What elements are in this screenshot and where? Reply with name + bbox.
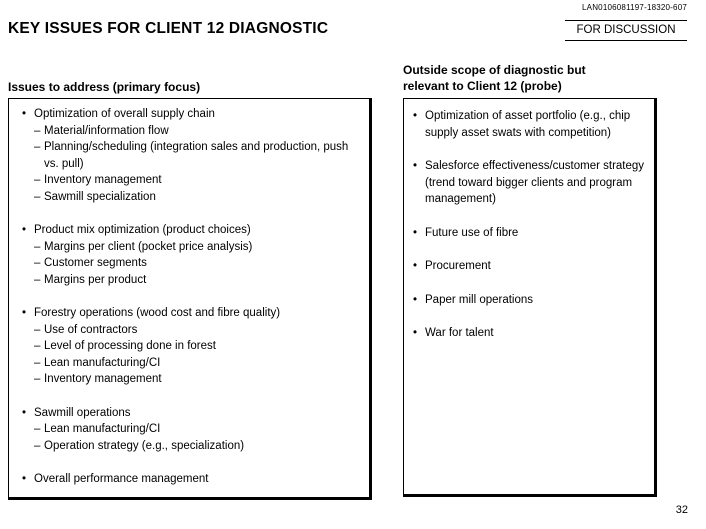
sub-issue-item: – Margins per product (34, 272, 363, 289)
sub-issue-item: – Sawmill specialization (34, 189, 363, 206)
sub-issue-list: – Material/information flow – Planning/s… (22, 123, 363, 206)
bullet-icon: • (413, 160, 418, 172)
issue-text: Paper mill operations (425, 293, 534, 306)
issue-group: • Optimization of asset portfolio (e.g.,… (413, 108, 648, 141)
page-number: 32 (675, 504, 688, 516)
issue-text: Product mix optimization (product choice… (34, 224, 251, 236)
issue-item: • Optimization of asset portfolio (e.g.,… (413, 108, 648, 141)
sub-issue-text: Operation strategy (e.g., specialization… (44, 439, 245, 452)
bullet-icon: • (413, 293, 418, 306)
sub-issue-item: – Customer segments (34, 255, 363, 272)
issue-group: • Salesforce effectiveness/customer stra… (413, 158, 648, 208)
issue-text: Overall performance management (34, 473, 209, 485)
issue-text: Forestry operations (wood cost and fibre… (34, 307, 281, 319)
sub-issue-text: Customer segments (44, 257, 147, 269)
sub-issue-item: – Use of contractors (34, 322, 363, 339)
issue-item: • Overall performance management (22, 471, 363, 488)
sub-issue-item: – Level of processing done in forest (34, 338, 363, 355)
sub-issue-text: Inventory management (44, 174, 162, 186)
dash-icon: – (34, 174, 41, 186)
right-column-heading: Outside scope of diagnostic but relevant… (403, 63, 586, 93)
sub-issue-list: – Lean manufacturing/CI – Operation stra… (22, 421, 363, 454)
dash-icon: – (34, 439, 41, 452)
bullet-icon: • (413, 327, 418, 339)
dash-icon: – (34, 273, 41, 286)
dash-icon: – (34, 423, 41, 435)
issue-item: • Product mix optimization (product choi… (22, 222, 363, 239)
sub-issue-item: – Lean manufacturing/CI (34, 421, 363, 438)
sub-issue-list: – Margins per client (pocket price analy… (22, 239, 363, 289)
issue-text: Sawmill operations (34, 406, 131, 419)
issue-group: • Future use of fibre (413, 225, 648, 242)
bullet-icon: • (22, 307, 27, 319)
sub-issue-text: Lean manufacturing/CI (44, 423, 161, 435)
bullet-icon: • (22, 406, 27, 419)
issue-item: • Sawmill operations (22, 405, 363, 422)
sub-issue-item: – Planning/scheduling (integration sales… (34, 139, 363, 172)
sub-issue-text: Use of contractors (44, 323, 138, 336)
bullet-icon: • (413, 110, 418, 122)
sub-issue-text: Inventory management (44, 373, 162, 385)
sub-issue-text: Lean manufacturing/CI (44, 356, 161, 369)
sub-issue-text: Material/information flow (44, 124, 169, 137)
left-column-heading: Issues to address (primary focus) (8, 80, 201, 94)
issue-group: • Optimization of overall supply chain –… (22, 106, 363, 205)
issue-item: • Optimization of overall supply chain (22, 106, 363, 123)
sub-issue-item: – Margins per client (pocket price analy… (34, 239, 363, 256)
dash-icon: – (34, 240, 41, 253)
sub-issue-item: – Material/information flow (34, 123, 363, 140)
issue-text: War for talent (425, 327, 494, 339)
issue-item: • Procurement (413, 258, 648, 275)
issue-item: • Paper mill operations (413, 292, 648, 309)
for-discussion-stamp: FOR DISCUSSION (565, 20, 687, 41)
issue-item: • Forestry operations (wood cost and fib… (22, 305, 363, 322)
issue-item: • Salesforce effectiveness/customer stra… (413, 158, 648, 208)
sub-issue-text: Margins per client (pocket price analysi… (44, 240, 253, 253)
bullet-icon: • (413, 260, 418, 272)
bullet-icon: • (413, 226, 418, 239)
issue-item: • War for talent (413, 325, 648, 342)
dash-icon: – (34, 323, 41, 336)
dash-icon: – (34, 257, 41, 269)
sub-issue-item: – Inventory management (34, 371, 363, 388)
dash-icon: – (34, 356, 41, 369)
issue-text: Optimization of overall supply chain (34, 108, 215, 120)
issue-group: • Procurement (413, 258, 648, 275)
page-title: KEY ISSUES FOR CLIENT 12 DIAGNOSTIC (8, 20, 329, 37)
document-id: LAN0106081197-18320-607 (582, 3, 687, 12)
issue-group: • Sawmill operations – Lean manufacturin… (22, 405, 363, 455)
issue-group: • Product mix optimization (product choi… (22, 222, 363, 288)
dash-icon: – (34, 124, 41, 137)
sub-issue-text: Margins per product (44, 273, 147, 286)
sub-issue-text: Level of processing done in forest (44, 340, 216, 352)
dash-icon: – (34, 190, 41, 203)
issue-item: • Future use of fibre (413, 225, 648, 242)
dash-icon: – (34, 373, 41, 385)
issue-group: • Forestry operations (wood cost and fib… (22, 305, 363, 388)
bullet-icon: • (22, 224, 27, 236)
dash-icon: – (34, 141, 41, 153)
sub-issue-text: Sawmill specialization (44, 190, 156, 203)
sub-issue-item: – Inventory management (34, 172, 363, 189)
sub-issue-text: Planning/scheduling (integration sales a… (44, 141, 349, 170)
issue-text: Salesforce effectiveness/customer strate… (425, 160, 645, 205)
issue-group: • Paper mill operations (413, 292, 648, 309)
issue-group: • Overall performance management (22, 471, 363, 488)
sub-issue-list: – Use of contractors – Level of processi… (22, 322, 363, 388)
dash-icon: – (34, 340, 41, 352)
bullet-icon: • (22, 108, 27, 120)
issue-text: Future use of fibre (425, 226, 519, 239)
outside-scope-box: • Optimization of asset portfolio (e.g.,… (403, 98, 657, 497)
issue-group: • War for talent (413, 325, 648, 342)
sub-issue-item: – Operation strategy (e.g., specializati… (34, 438, 363, 455)
primary-focus-box: • Optimization of overall supply chain –… (8, 98, 372, 500)
sub-issue-item: – Lean manufacturing/CI (34, 355, 363, 372)
issue-text: Optimization of asset portfolio (e.g., c… (425, 110, 631, 139)
issue-text: Procurement (425, 260, 491, 272)
bullet-icon: • (22, 473, 27, 485)
